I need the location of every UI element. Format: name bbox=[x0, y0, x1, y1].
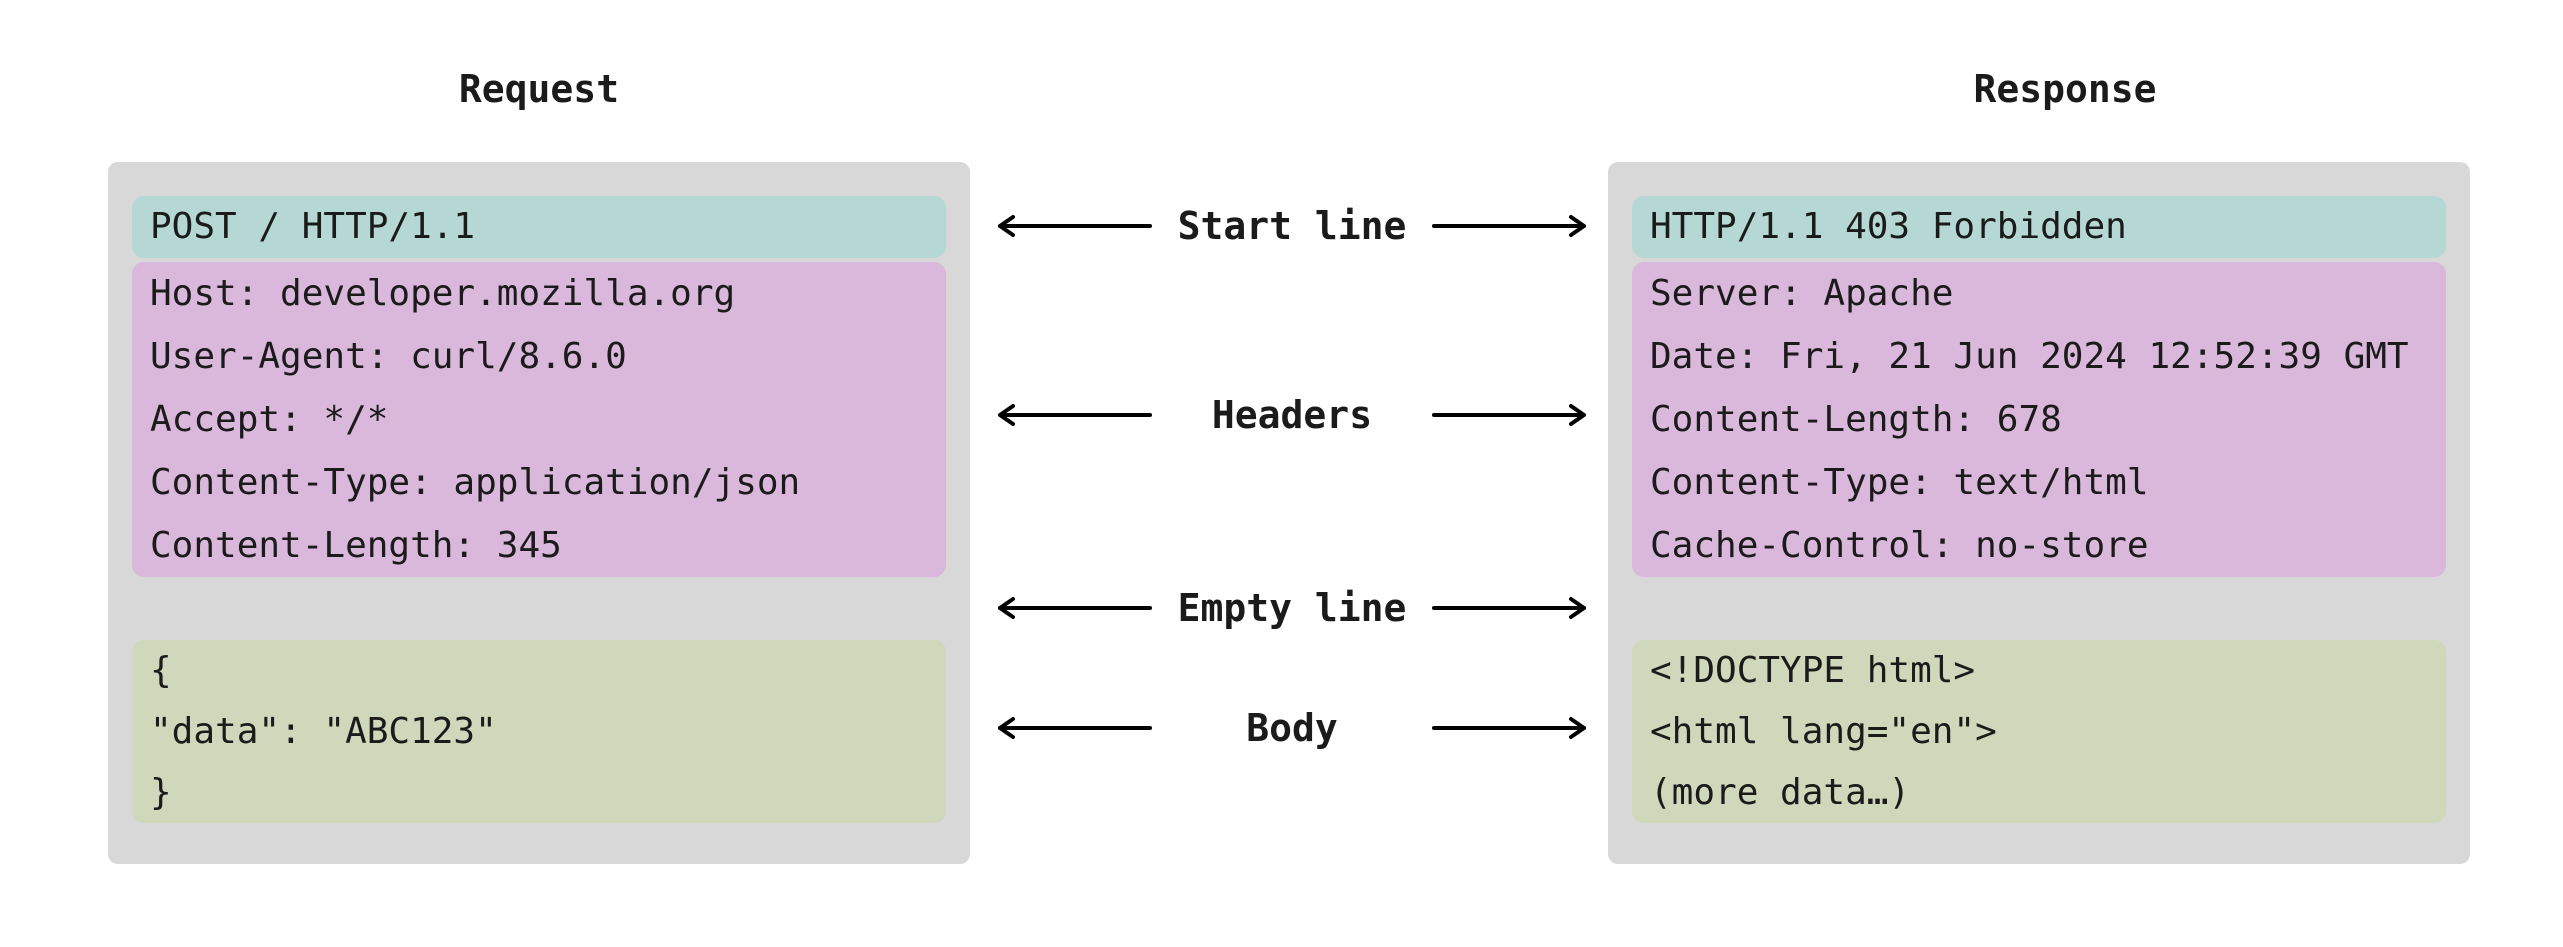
headers-label: Headers bbox=[1211, 393, 1373, 437]
request-start-line: POST / HTTP/1.1 bbox=[150, 206, 476, 247]
arrow-right-icon bbox=[1432, 404, 1586, 426]
request-start-line-box: POST / HTTP/1.1 bbox=[132, 196, 946, 258]
request-body-box: { "data": "ABC123" } bbox=[132, 640, 946, 823]
arrow-left-icon bbox=[998, 404, 1152, 426]
request-header-line: Host: developer.mozilla.org bbox=[150, 273, 736, 314]
arrow-right-icon bbox=[1432, 215, 1586, 237]
arrow-right-icon bbox=[1432, 717, 1586, 739]
response-header-line: Server: Apache bbox=[1650, 273, 1954, 314]
response-body-line: (more data…) bbox=[1650, 772, 1911, 813]
response-panel: HTTP/1.1 403 Forbidden Server: Apache Da… bbox=[1608, 162, 2470, 864]
request-body-line: { bbox=[150, 650, 172, 691]
request-headers-box: Host: developer.mozilla.org User-Agent: … bbox=[132, 262, 946, 577]
response-body-box: <!DOCTYPE html> <html lang="en"> (more d… bbox=[1632, 640, 2446, 823]
response-header-line: Cache-Control: no-store bbox=[1650, 525, 2149, 566]
body-label-row: Body bbox=[996, 706, 1588, 750]
request-header-line: Content-Length: 345 bbox=[150, 525, 562, 566]
body-label: Body bbox=[1246, 706, 1338, 750]
response-header-line: Content-Length: 678 bbox=[1650, 399, 2062, 440]
arrow-left-icon bbox=[998, 597, 1152, 619]
start-line-label-row: Start line bbox=[996, 204, 1588, 248]
request-body-line: } bbox=[150, 772, 172, 813]
request-header-line: Accept: */* bbox=[150, 399, 389, 440]
empty-line-label: Empty line bbox=[1177, 586, 1407, 630]
headers-label-row: Headers bbox=[996, 393, 1588, 437]
response-start-line: HTTP/1.1 403 Forbidden bbox=[1650, 206, 2127, 247]
request-body-line: "data": "ABC123" bbox=[150, 711, 497, 752]
response-title: Response bbox=[1973, 67, 2157, 111]
response-header-line: Content-Type: text/html bbox=[1650, 462, 2149, 503]
arrow-left-icon bbox=[998, 215, 1152, 237]
start-line-label: Start line bbox=[1177, 204, 1407, 248]
arrow-left-icon bbox=[998, 717, 1152, 739]
empty-line-label-row: Empty line bbox=[996, 586, 1588, 630]
response-headers-box: Server: Apache Date: Fri, 21 Jun 2024 12… bbox=[1632, 262, 2446, 577]
arrow-right-icon bbox=[1432, 597, 1586, 619]
request-panel: POST / HTTP/1.1 Host: developer.mozilla.… bbox=[108, 162, 970, 864]
request-title: Request bbox=[458, 67, 620, 111]
response-header-line: Date: Fri, 21 Jun 2024 12:52:39 GMT bbox=[1650, 336, 2409, 377]
response-start-line-box: HTTP/1.1 403 Forbidden bbox=[1632, 196, 2446, 258]
request-header-line: User-Agent: curl/8.6.0 bbox=[150, 336, 627, 377]
response-body-line: <html lang="en"> bbox=[1650, 711, 1997, 752]
response-body-line: <!DOCTYPE html> bbox=[1650, 650, 1976, 691]
request-header-line: Content-Type: application/json bbox=[150, 462, 801, 503]
